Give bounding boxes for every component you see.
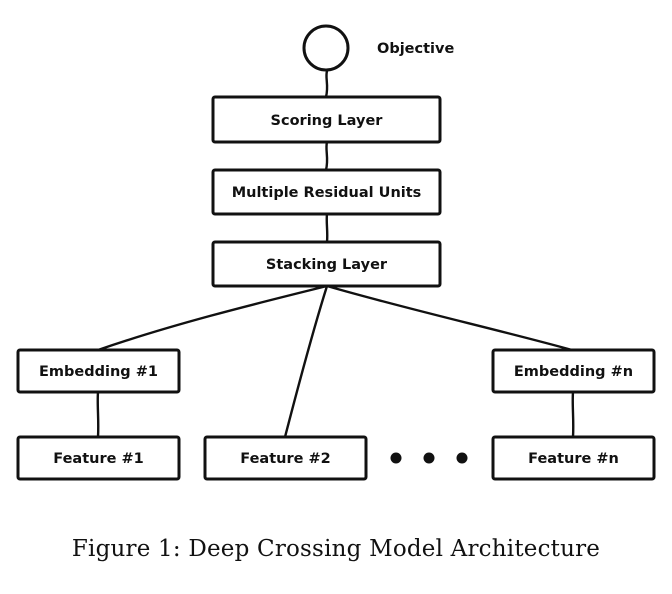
ellipsis-dot <box>423 452 435 464</box>
edge-residual-stacking <box>325 212 329 244</box>
embedding-1-node: Embedding #1 <box>16 348 181 394</box>
stacking-layer-node: Stacking Layer <box>211 240 442 288</box>
edge-scoring-residual <box>324 140 329 172</box>
edge-embedding-n-feature-n <box>571 390 575 439</box>
stacking-layer-label: Stacking Layer <box>266 257 388 273</box>
feature-n-label: Feature #n <box>528 451 619 467</box>
embedding-1-label: Embedding #1 <box>39 364 158 380</box>
edge-embedding-1-feature-1 <box>96 390 100 439</box>
objective-node <box>302 24 350 72</box>
architecture-diagram: Objective Scoring Layer Multiple Residua… <box>16 24 656 481</box>
ellipsis-dot <box>390 452 402 464</box>
feature-1-label: Feature #1 <box>53 451 143 467</box>
ellipsis-dots <box>390 452 468 464</box>
scoring-layer-node: Scoring Layer <box>211 95 442 144</box>
embedding-n-label: Embedding #n <box>514 364 633 380</box>
edges <box>96 69 575 439</box>
edge-stacking-embedding-1 <box>96 284 329 352</box>
scoring-layer-label: Scoring Layer <box>271 113 384 129</box>
objective-label: Objective <box>377 41 454 57</box>
embedding-n-node: Embedding #n <box>491 348 656 394</box>
residual-units-node: Multiple Residual Units <box>211 168 442 216</box>
feature-2-node: Feature #2 <box>203 435 368 481</box>
edge-objective-scoring <box>324 69 329 99</box>
residual-units-label: Multiple Residual Units <box>232 185 422 201</box>
figure-caption: Figure 1: Deep Crossing Model Architectu… <box>71 536 601 562</box>
edge-stacking-embedding-n <box>325 284 574 352</box>
feature-2-label: Feature #2 <box>240 451 330 467</box>
feature-1-node: Feature #1 <box>16 435 181 481</box>
feature-n-node: Feature #n <box>491 435 656 481</box>
edge-stacking-feature-2 <box>283 284 329 439</box>
ellipsis-dot <box>456 452 468 464</box>
